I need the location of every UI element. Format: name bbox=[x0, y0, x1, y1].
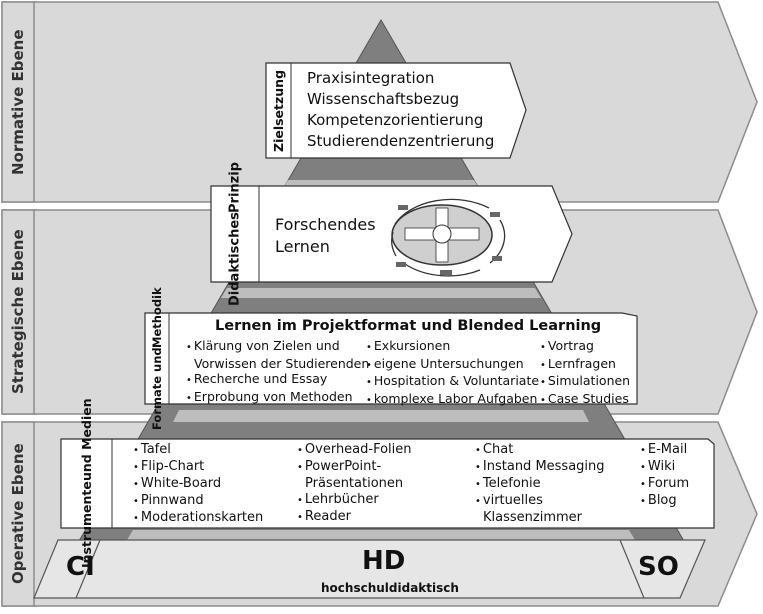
formate-item: komplexe Labor Aufgaben bbox=[366, 391, 539, 409]
normative-label-column bbox=[1, 1, 35, 203]
operative-label-column bbox=[1, 421, 35, 607]
prinzip-text-line2: Lernen bbox=[275, 237, 330, 256]
zielsetzung-box bbox=[265, 62, 527, 159]
base-label-ci: CI bbox=[66, 552, 95, 582]
formate-col3: Vortrag Lernfragen Simulationen Case Stu… bbox=[540, 338, 630, 408]
research-cycle-illustration bbox=[391, 198, 506, 277]
zielsetzung-item: Praxisintegration bbox=[307, 69, 435, 87]
zielsetzung-list: Praxisintegration Wissenschaftsbezug Kom… bbox=[307, 68, 494, 152]
formate-col1: Klärung von Zielen und Vorwissen der Stu… bbox=[186, 338, 369, 406]
instrumente-col2: Overhead-Folien PowerPoint- Präsentation… bbox=[297, 442, 412, 526]
instrumente-col4: E-Mail Wiki Forum Blog bbox=[640, 442, 689, 510]
formate-col2: Exkursionen eigene Untersuchungen Hospit… bbox=[366, 338, 539, 408]
medien-item: E-Mail bbox=[640, 442, 689, 459]
formate-item: Exkursionen bbox=[366, 338, 539, 356]
prinzip-text-line1: Forschendes bbox=[275, 215, 376, 234]
formate-item: eigene Untersuchungen bbox=[366, 356, 539, 374]
medien-item: Reader bbox=[297, 509, 412, 526]
formate-item: Simulationen bbox=[540, 373, 630, 391]
instrumente-col1: Tafel Flip-Chart White-Board Pinnwand Mo… bbox=[133, 442, 263, 527]
strategic-label-column bbox=[1, 209, 35, 415]
base-label-hd: HD bbox=[362, 546, 406, 576]
formate-item: Klärung von Zielen und bbox=[186, 338, 369, 356]
medien-item: Overhead-Folien bbox=[297, 442, 412, 459]
medien-item: Chat bbox=[475, 442, 605, 459]
formate-item: Vorwissen der Studierenden bbox=[194, 355, 370, 371]
medien-item: Blog bbox=[640, 493, 689, 510]
medien-item: virtuelles bbox=[475, 493, 605, 510]
formate-item: Hospitation & Voluntariate bbox=[366, 373, 539, 391]
formate-item: Recherche und Essay bbox=[186, 371, 369, 389]
formate-title: Lernen im Projektformat und Blended Lear… bbox=[215, 318, 602, 334]
formate-item: Vortrag bbox=[540, 338, 630, 356]
formate-item: Case Studies bbox=[540, 391, 630, 409]
medien-item: Wiki bbox=[640, 459, 689, 476]
medien-item: Flip-Chart bbox=[133, 459, 263, 476]
medien-item: Instand Messaging bbox=[475, 459, 605, 476]
medien-item: Moderationskarten bbox=[133, 510, 263, 527]
normative-level-label: Normative Ebene bbox=[9, 29, 27, 175]
prinzip-heading-line1: Didaktisches bbox=[227, 212, 243, 307]
formate-item: Lernfragen bbox=[540, 356, 630, 374]
pyramid-stripe bbox=[127, 530, 635, 540]
medien-item: Pinnwand bbox=[133, 493, 263, 510]
zielsetzung-heading: Zielsetzung bbox=[271, 69, 286, 152]
formate-heading-line1: Formate und bbox=[150, 347, 164, 431]
instrumente-col3: Chat Instand Messaging Telefonie virtuel… bbox=[475, 442, 605, 526]
formate-item: Erprobung von Methoden bbox=[186, 389, 369, 407]
medien-item: White-Board bbox=[133, 476, 263, 493]
medien-item: Lehrbücher bbox=[297, 492, 412, 509]
base-label-hd-sub: hochschuldidaktisch bbox=[321, 581, 459, 595]
medien-item: Präsentationen bbox=[305, 476, 404, 491]
strategic-level-label: Strategische Ebene bbox=[9, 229, 27, 395]
prinzip-text: Forschendes Lernen bbox=[275, 214, 376, 258]
instrumente-heading: Instrumente und Medien bbox=[63, 399, 110, 569]
pyramid-stripe bbox=[221, 288, 541, 298]
medien-item: Klassenzimmer bbox=[483, 510, 582, 525]
zielsetzung-item: Studierendenzentrierung bbox=[307, 132, 495, 150]
base-label-so: SO bbox=[638, 552, 679, 582]
prinzip-heading: Didaktisches Prinzip bbox=[213, 162, 257, 307]
formate-heading: Formate und Methodik bbox=[145, 287, 169, 430]
zielsetzung-item: Wissenschaftsbezug bbox=[307, 90, 460, 108]
formate-heading-line2: Methodik bbox=[150, 286, 164, 348]
base-slab bbox=[33, 539, 706, 599]
operative-level-label: Operative Ebene bbox=[9, 443, 27, 585]
prinzip-heading-line2: Prinzip bbox=[227, 161, 243, 213]
medien-item: Telefonie bbox=[475, 476, 605, 493]
zielsetzung-item: Kompetenzorientierung bbox=[307, 111, 484, 129]
instrumente-heading-line2: und Medien bbox=[79, 398, 94, 482]
medien-item: Forum bbox=[640, 476, 689, 493]
medien-item: Tafel bbox=[133, 442, 263, 459]
pyramid-stripe bbox=[173, 410, 589, 422]
medien-item: PowerPoint- bbox=[297, 459, 412, 476]
